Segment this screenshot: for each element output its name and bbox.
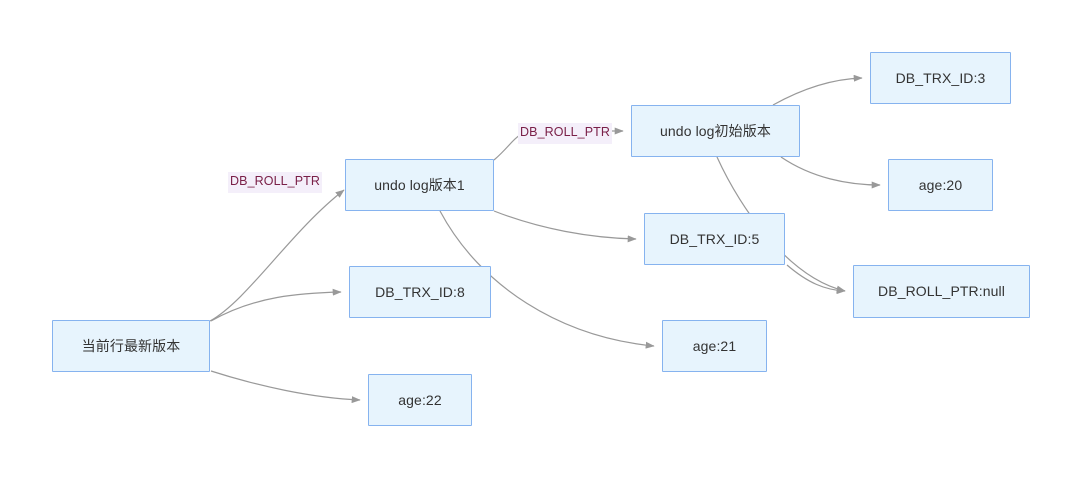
node-trx-id-5[interactable]: DB_TRX_ID:5 (644, 213, 785, 265)
node-age-20[interactable]: age:20 (888, 159, 993, 211)
node-label: age:22 (398, 391, 442, 408)
node-label: age:21 (692, 337, 737, 354)
node-undo-log-v1[interactable]: undo log版本1 (345, 159, 494, 211)
node-label: age:20 (918, 176, 963, 193)
node-trx-id-3[interactable]: DB_TRX_ID:3 (870, 52, 1011, 104)
edge-undo-initial-to-trx-3 (772, 74, 863, 106)
node-age-21[interactable]: age:21 (662, 320, 767, 372)
edge-label-text: DB_ROLL_PTR (520, 125, 611, 139)
edge-current-to-trx-8 (210, 288, 342, 322)
edge-undo-initial-to-age-20 (780, 156, 881, 189)
node-age-22[interactable]: age:22 (368, 374, 472, 426)
node-current-row[interactable]: 当前行最新版本 (52, 320, 210, 372)
edge-undo-initial-to-roll-null-tail (786, 264, 846, 295)
node-label: DB_ROLL_PTR:null (878, 283, 1005, 300)
node-label: undo log初始版本 (660, 122, 771, 139)
node-label: undo log版本1 (374, 176, 465, 193)
node-undo-log-initial[interactable]: undo log初始版本 (631, 105, 800, 157)
edge-current-to-undo-v1 (209, 189, 345, 322)
edge-current-to-age-22 (210, 370, 361, 404)
node-label: DB_TRX_ID:5 (669, 230, 760, 247)
node-roll-ptr-null[interactable]: DB_ROLL_PTR:null (853, 265, 1030, 318)
node-label: DB_TRX_ID:8 (375, 283, 465, 300)
edge-label-undo-rollptr: DB_ROLL_PTR (518, 123, 613, 144)
edge-undo-v1-to-trx-5 (493, 210, 637, 243)
node-label: 当前行最新版本 (81, 337, 181, 354)
edge-undo-v1-to-undo-initial (493, 134, 521, 161)
node-label: DB_TRX_ID:3 (895, 69, 986, 86)
node-trx-id-8[interactable]: DB_TRX_ID:8 (349, 266, 491, 318)
edge-label-text: DB_ROLL_PTR (230, 174, 321, 188)
edge-label-current-rollptr: DB_ROLL_PTR (228, 172, 323, 193)
